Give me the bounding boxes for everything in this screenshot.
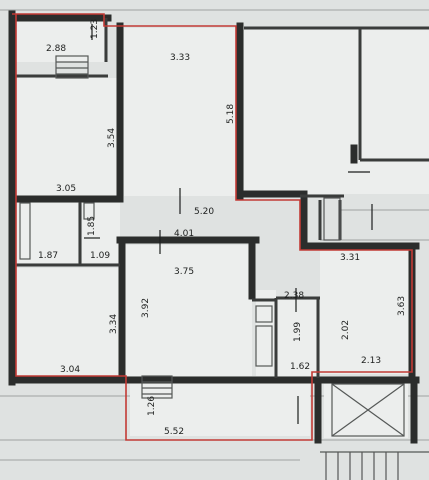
dim-3-33: 3.33 bbox=[170, 53, 190, 63]
dim-3-31: 3.31 bbox=[340, 253, 360, 263]
dim-5-52: 5.52 bbox=[164, 427, 184, 437]
dim-1-23: 1.23 bbox=[90, 19, 100, 39]
dim-5-20: 5.20 bbox=[194, 207, 214, 217]
dim-4-01: 4.01 bbox=[174, 229, 194, 239]
dim-1-26: 1.26 bbox=[147, 396, 157, 416]
dim-2-13: 2.13 bbox=[361, 356, 381, 366]
dimension-labels: 2.88 1.23 3.33 5.18 3.54 3.05 5.20 4.01 … bbox=[38, 19, 407, 437]
ventilation-shaft bbox=[331, 383, 405, 437]
dim-2-38: 2.38 bbox=[284, 291, 304, 301]
dim-3-05: 3.05 bbox=[56, 184, 76, 194]
partitions bbox=[16, 18, 429, 378]
apartment-outline bbox=[12, 13, 413, 441]
dimension-ticks bbox=[84, 24, 373, 424]
dim-3-63: 3.63 bbox=[397, 296, 407, 316]
dim-3-34: 3.34 bbox=[109, 314, 119, 334]
dim-3-54: 3.54 bbox=[107, 128, 117, 148]
dim-1-99: 1.99 bbox=[293, 322, 303, 342]
dim-2-02: 2.02 bbox=[341, 320, 351, 340]
stairs bbox=[320, 451, 429, 480]
dim-1-87: 1.87 bbox=[38, 251, 58, 261]
windows bbox=[19, 55, 341, 399]
dim-1-85: 1.85 bbox=[87, 216, 97, 236]
dim-5-18: 5.18 bbox=[226, 104, 236, 124]
dim-2-88: 2.88 bbox=[46, 44, 66, 54]
dim-3-04: 3.04 bbox=[60, 365, 80, 375]
dim-3-75: 3.75 bbox=[174, 267, 194, 277]
dim-1-09: 1.09 bbox=[90, 251, 110, 261]
dim-1-62: 1.62 bbox=[290, 362, 310, 372]
dim-3-92: 3.92 bbox=[141, 298, 151, 318]
